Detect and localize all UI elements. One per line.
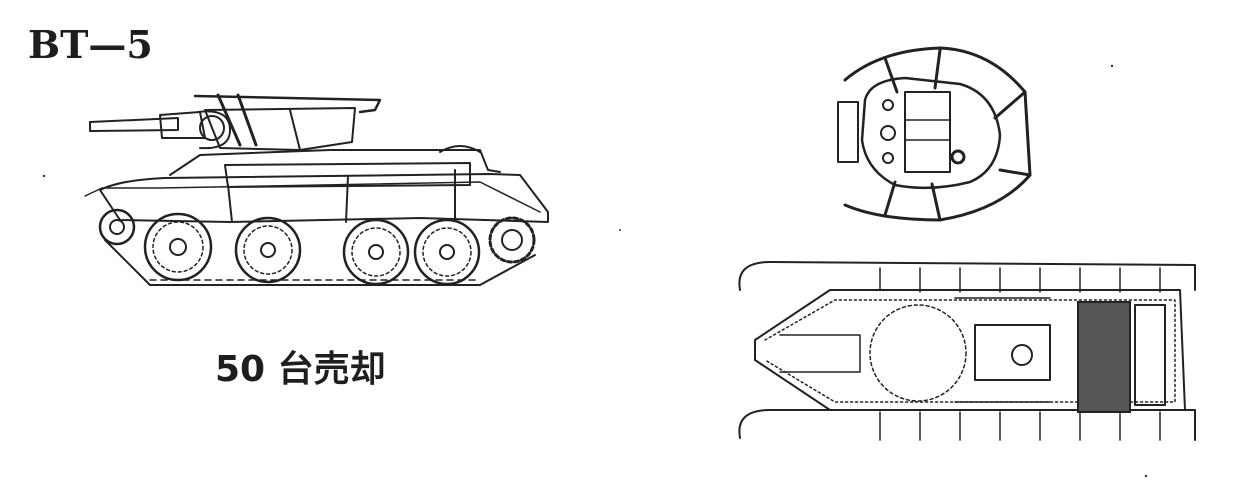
hull-top-view-drawing [738, 261, 1196, 441]
side-turret [193, 93, 382, 151]
side-road-wheels [98, 208, 536, 286]
speckle-noise [42, 64, 1148, 478]
side-view-drawing [84, 93, 549, 286]
side-hull [84, 145, 549, 223]
side-track [104, 239, 536, 286]
sold-count-caption: 50 台売却 [215, 349, 386, 390]
side-gun [89, 111, 206, 139]
vehicle-title: BT—5 [28, 22, 153, 67]
turret-top-view-drawing [837, 46, 1032, 222]
